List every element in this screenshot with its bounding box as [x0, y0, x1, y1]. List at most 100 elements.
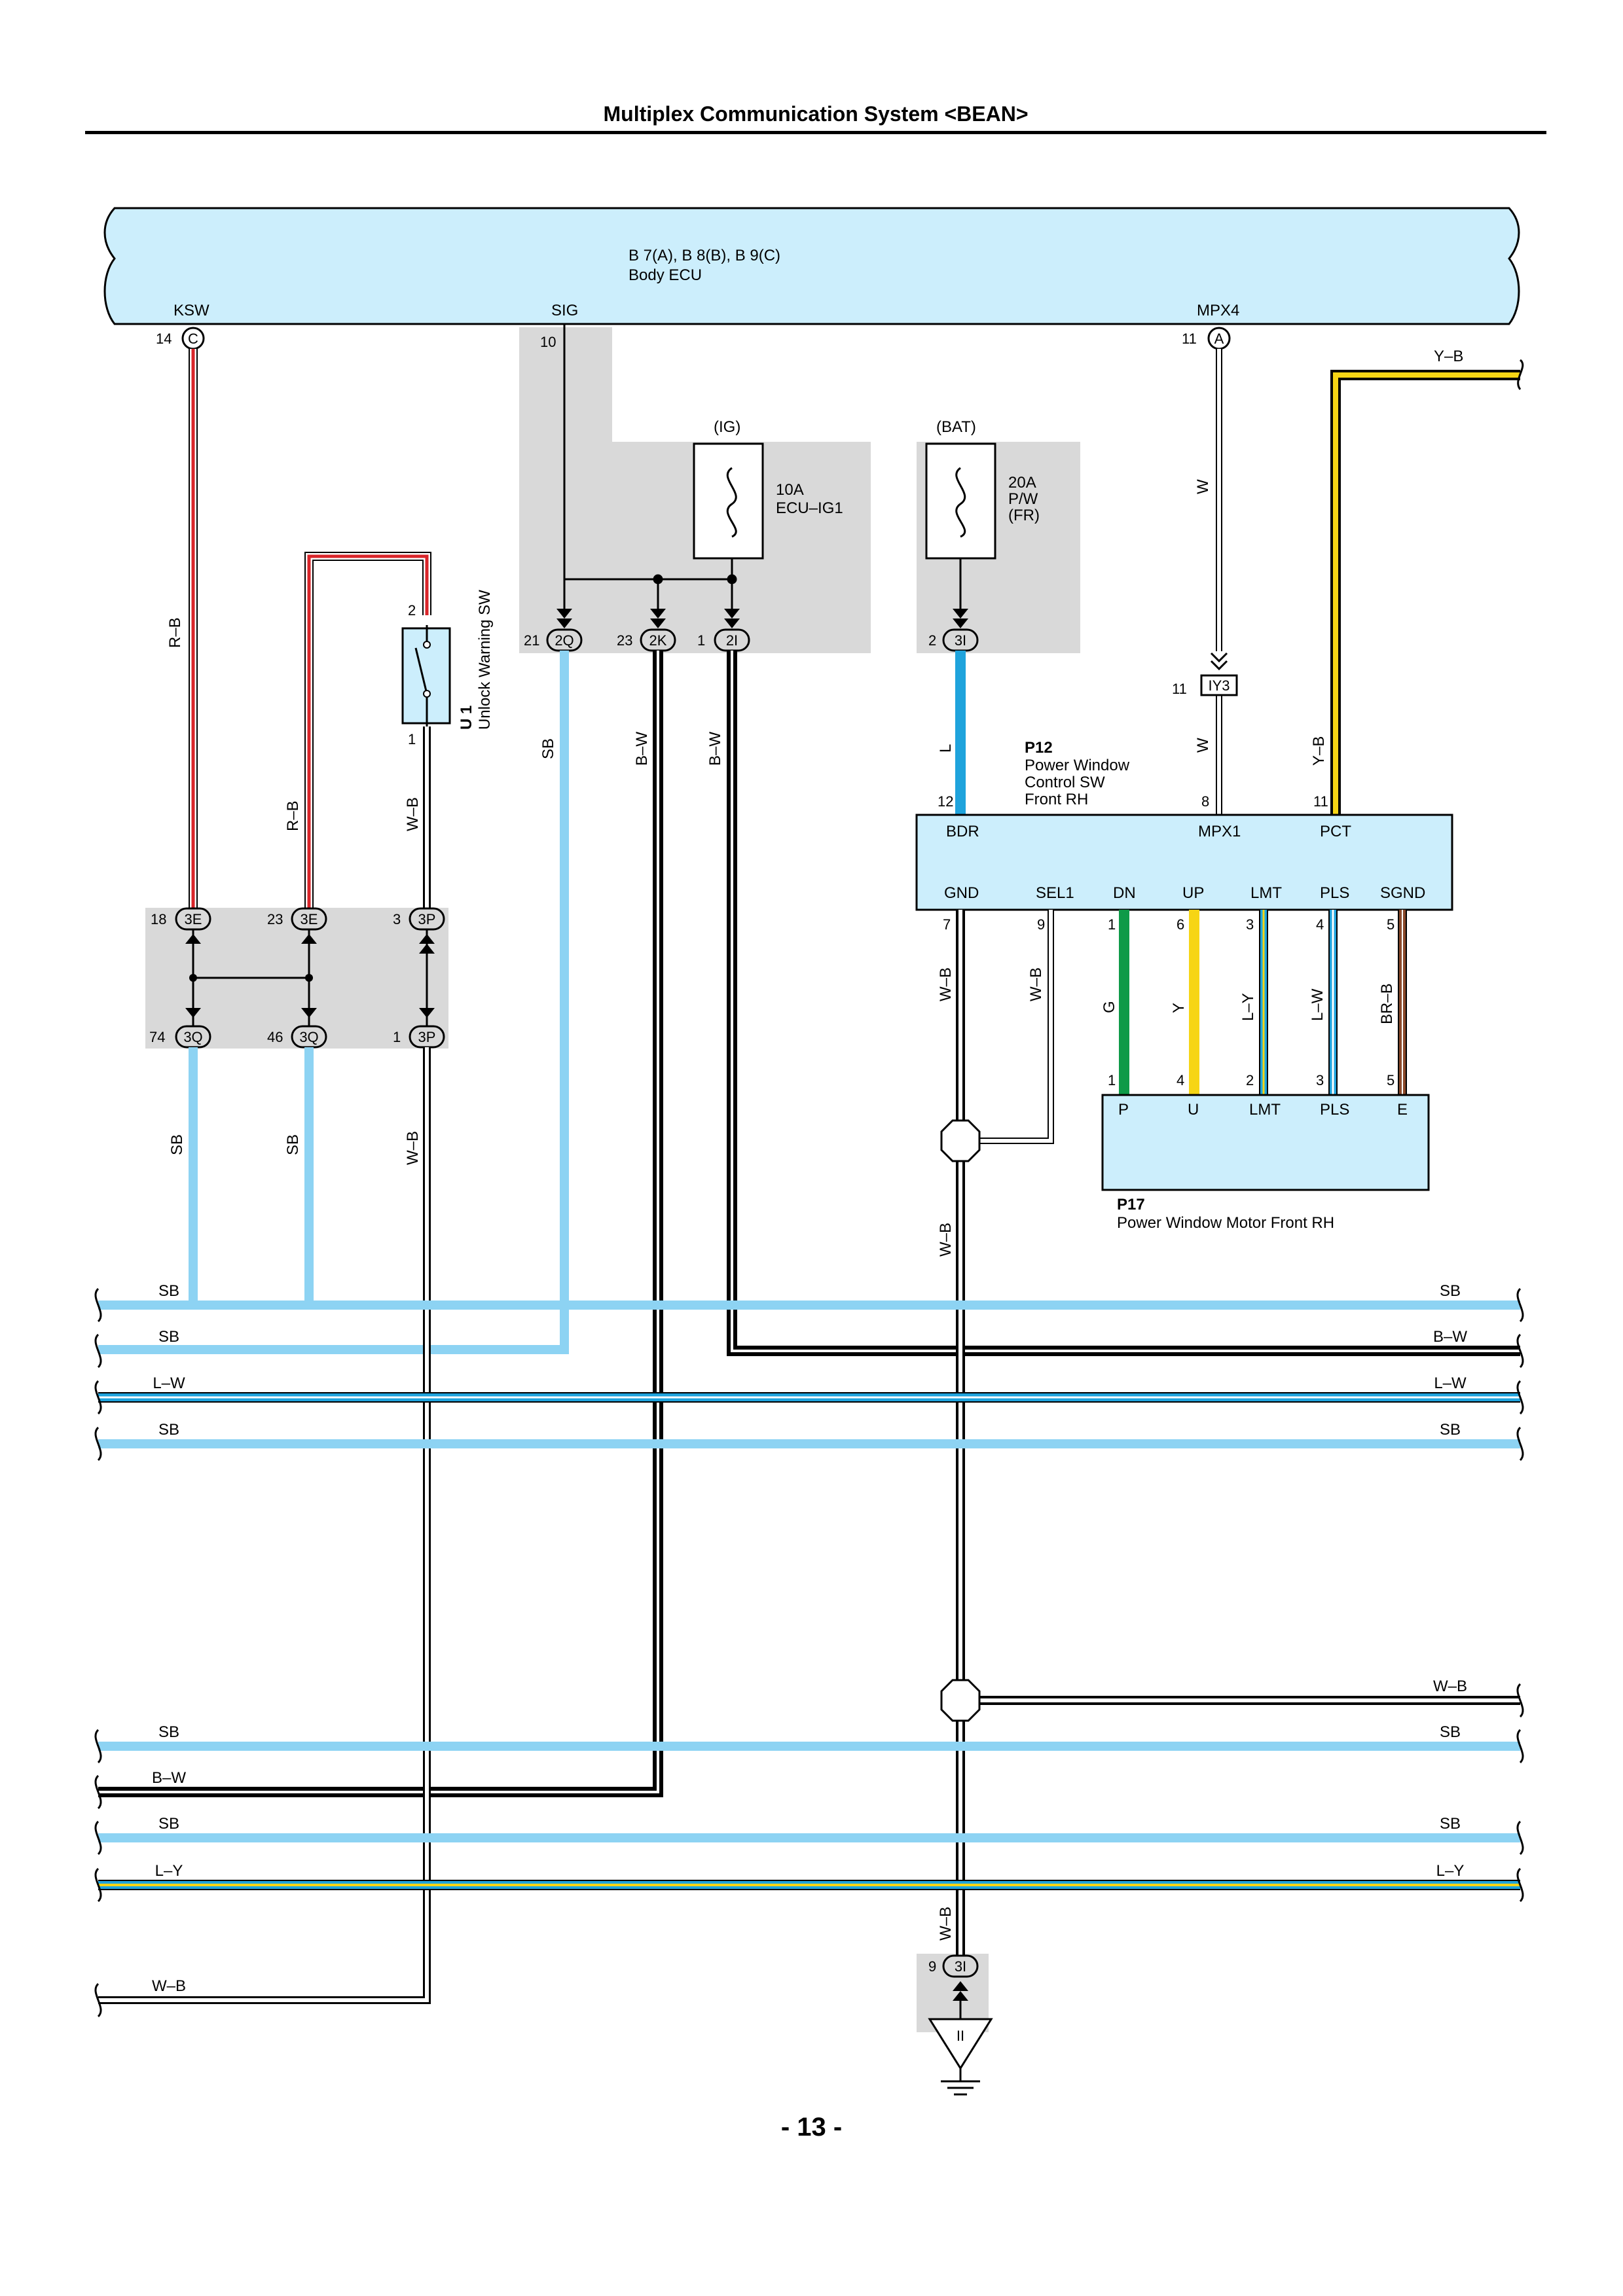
p12-id: P12: [1025, 739, 1053, 757]
wire-b-w-2: [727, 651, 1520, 1356]
bus-row: L–Y L–Y: [94, 1862, 1524, 1903]
j3q-b-conn: 3Q: [299, 1029, 318, 1045]
unlock-warning-switch: 2 1 U 1 Unlock Warning SW: [401, 590, 494, 747]
p17-term-p: P: [1118, 1101, 1129, 1119]
bus-label-left: B–W: [152, 1769, 186, 1787]
bus-label-left: SB: [158, 1723, 179, 1741]
p12-pin-sel1: 9: [1037, 916, 1045, 933]
terminal-ksw: KSW: [173, 302, 210, 319]
j2i-pin: 1: [697, 632, 705, 649]
bus-label-right: W–B: [1433, 1677, 1467, 1695]
page-number: - 13 -: [780, 2113, 843, 2142]
j2k-pin: 23: [617, 632, 632, 649]
body-ecu-name: Body ECU: [629, 266, 702, 284]
bus-row: SB SB: [94, 1723, 1524, 1764]
p12-pin-sgnd: 5: [1387, 916, 1395, 933]
p12-box: [915, 814, 1453, 911]
splice-point-lower: [940, 1679, 981, 1722]
wire-label-dn: G: [1101, 1001, 1118, 1013]
p17-box: [1101, 1094, 1430, 1191]
wire-label-up: Y: [1170, 1003, 1188, 1013]
p17-pin-lmt: 2: [1246, 1072, 1254, 1088]
junction-row-top: 21 2Q 23 2K 1 2I 2 3I: [524, 609, 979, 652]
p17-pin-u: 4: [1176, 1072, 1184, 1088]
body-ecu-box: [103, 207, 1520, 325]
pct-break-mark: [1517, 359, 1524, 390]
wire-label-b-w-2: B–W: [706, 732, 724, 766]
j3e-b-conn: 3E: [301, 911, 318, 927]
bus-label-left: L–W: [153, 1374, 185, 1392]
bus-row: SB SB: [94, 1421, 1524, 1462]
wire-label-pls: L–W: [1309, 988, 1326, 1021]
switch-name: Unlock Warning SW: [476, 590, 494, 730]
ground-icon: II: [928, 2018, 993, 2096]
p12-name-line3: Front RH: [1025, 791, 1088, 808]
p12-pin-gnd: 7: [943, 916, 951, 933]
p12-p17-wires: [1119, 910, 1407, 1095]
ecu-pins: 14 C 10 11 A: [156, 327, 1231, 350]
j3q-b-pin: 46: [267, 1029, 283, 1045]
p12-term-mpx1: MPX1: [1198, 823, 1241, 840]
p12-term-gnd: GND: [944, 884, 979, 902]
bus-label-right: L–Y: [1436, 1862, 1465, 1880]
bus-label-right: SB: [1440, 1723, 1461, 1741]
p12-pin-dn: 1: [1108, 916, 1116, 933]
wire-label-sw-loop: R–B: [284, 800, 302, 831]
bus-row: W–B: [94, 1977, 186, 2018]
j3e-a-conn: 3E: [185, 911, 202, 927]
body-ecu: B 7(A), B 8(B), B 9(C) Body ECU KSW SIG …: [103, 207, 1520, 325]
bus-label-right: B–W: [1433, 1328, 1467, 1346]
p12-term-dn: DN: [1113, 884, 1136, 902]
ground-label: II: [957, 2028, 964, 2044]
iy3-connector: 11 IY3: [1172, 674, 1238, 697]
junction-block-left: 18 3E 23 3E 3 3P 74 3Q 46 3Q 1 3P: [149, 907, 445, 1049]
wire-label-lmt: L–Y: [1239, 993, 1257, 1021]
p12-pin-pls: 4: [1316, 916, 1324, 933]
wire-label-pct-top: Y–B: [1434, 348, 1463, 365]
sig-pin-number: 10: [540, 334, 556, 350]
page-header: Multiplex Communication System <BEAN>: [85, 97, 1546, 134]
bat-fuse-rating: 20A: [1008, 474, 1036, 492]
ig-fuse-name: ECU–IG1: [776, 499, 843, 517]
wire-label-sb-3q-a: SB: [168, 1134, 186, 1155]
wire-label-sig-sb: SB: [539, 738, 557, 759]
wire-label-sb-3q-b: SB: [284, 1134, 302, 1155]
wire-label-bdr: L: [937, 744, 955, 753]
p12-term-sel1: SEL1: [1036, 884, 1074, 902]
switch-pin-bottom: 1: [408, 731, 416, 747]
iy3-pin: 11: [1172, 681, 1187, 697]
j3i-top-conn: 3I: [955, 632, 966, 649]
wire-3p-wb: [98, 1047, 431, 2004]
page-title: Multiplex Communication System <BEAN>: [603, 102, 1029, 126]
switch-id: U 1: [458, 706, 475, 730]
wire-switch-loop: [304, 552, 431, 908]
j2k-conn: 2K: [649, 632, 667, 649]
wire-label-pct: Y–B: [1310, 736, 1328, 766]
p12-term-pct: PCT: [1320, 823, 1351, 840]
bus-label-left: W–B: [152, 1977, 186, 1995]
bus-label-left: SB: [158, 1421, 179, 1439]
bat-fuse-name-line1: P/W: [1008, 490, 1038, 508]
bus-label-right: SB: [1440, 1421, 1461, 1439]
bus-label-right: SB: [1440, 1282, 1461, 1300]
j3e-b-pin: 23: [267, 911, 283, 927]
p12-pin-pct: 11: [1313, 793, 1328, 810]
p17-term-u: U: [1188, 1101, 1199, 1119]
bat-fuse-group: (BAT): [936, 418, 976, 436]
ig-fuse-body: [693, 442, 764, 560]
switch-pin-top: 2: [408, 602, 416, 619]
j2i-conn: 2I: [726, 632, 738, 649]
gray-zones: [145, 327, 1080, 2032]
j3p-top-pin: 3: [393, 911, 401, 927]
p17-term-lmt: LMT: [1249, 1101, 1281, 1119]
bat-fuse-name-line2: (FR): [1008, 507, 1040, 524]
wire-label-b-w-1: B–W: [633, 732, 651, 766]
j3i-top-pin: 2: [928, 632, 936, 649]
ig-fuse: (IG) 10A ECU–IG1: [693, 418, 843, 579]
p17-term-pls: PLS: [1320, 1101, 1349, 1119]
bus-label-left: L–Y: [155, 1862, 183, 1880]
mpx4-connector-label: A: [1214, 331, 1224, 347]
p12-switch: P12 Power Window Control SW Front RH 12 …: [915, 739, 1453, 933]
j3p-bot-conn: 3P: [418, 1029, 436, 1045]
